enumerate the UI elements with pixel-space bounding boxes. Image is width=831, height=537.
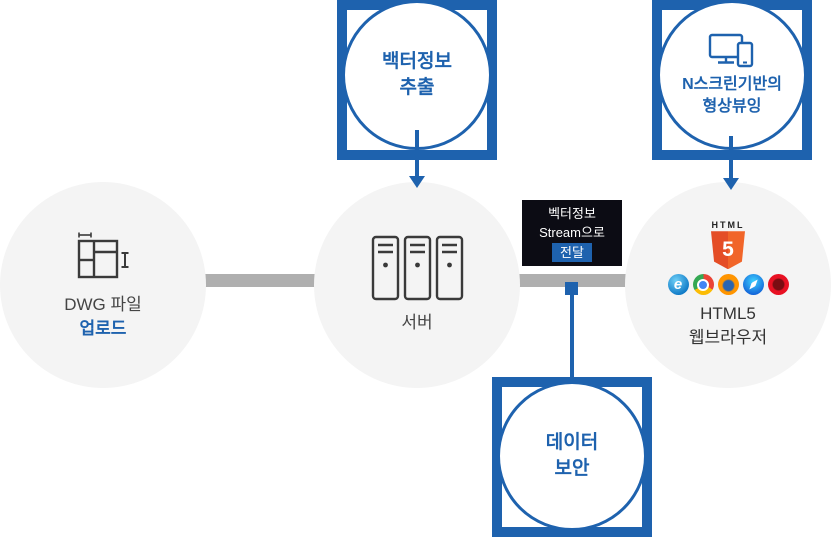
monitor-phone-icon [708,33,756,69]
stream-box-line2: Stream으로 [539,225,605,241]
node-server: 서버 [314,182,520,388]
arrow-down-icon [723,178,739,190]
opera-icon [767,274,789,296]
chrome-center-dot [697,278,709,291]
dwg-file-icon [70,230,136,284]
dwg-upload-label-line1: DWG 파일 [64,294,142,314]
nscreen-arrow-line [729,136,733,178]
security-callout: 데이터 보안 [497,381,647,531]
html5-logo-icon: HTML 5 [711,220,745,270]
connector-bar-right [519,274,629,287]
node-dwg-upload: DWG 파일 업로드 [0,182,206,388]
stream-box-line1: 벡터정보 [548,205,596,221]
ie-icon: e [667,274,689,296]
browser-label-line1: HTML5 [700,304,756,324]
chrome-icon [692,274,714,296]
extract-label-line2: 추출 [399,77,435,98]
node-html5-browser: HTML 5 e HTML5 웹브라우저 [625,182,831,388]
stream-box: 벡터정보 Stream으로 전달 [522,200,622,266]
nscreen-label-line1: N스크린기반의 [682,75,782,93]
html5-shield-icon: 5 [711,231,745,270]
server-label: 서버 [401,313,433,333]
browser-label-line2: 웹브라우저 [688,328,768,347]
dwg-upload-label-line2: 업로드 [79,318,127,338]
nscreen-callout: N스크린기반의 형상뷰잉 [657,0,807,150]
arrow-down-icon [409,176,425,188]
browser-icons-row: e [667,274,789,296]
security-arrow-marker [565,282,578,295]
extract-arrow-line [415,130,419,176]
safari-icon [742,274,764,296]
security-label-line1: 데이터 [545,432,599,454]
html-word: HTML [711,220,745,231]
firefox-icon [717,274,739,296]
security-arrow-line [570,295,574,383]
connector-bar-left [204,274,316,287]
extract-callout: 백터정보 추출 [342,0,492,150]
security-label-line2: 보안 [554,458,590,479]
nscreen-label-line2: 형상뷰잉 [702,97,762,115]
server-icon [369,235,465,301]
stream-box-line3: 전달 [552,242,592,263]
safari-needle [747,278,759,291]
extract-label-line1: 백터정보 [382,51,452,73]
